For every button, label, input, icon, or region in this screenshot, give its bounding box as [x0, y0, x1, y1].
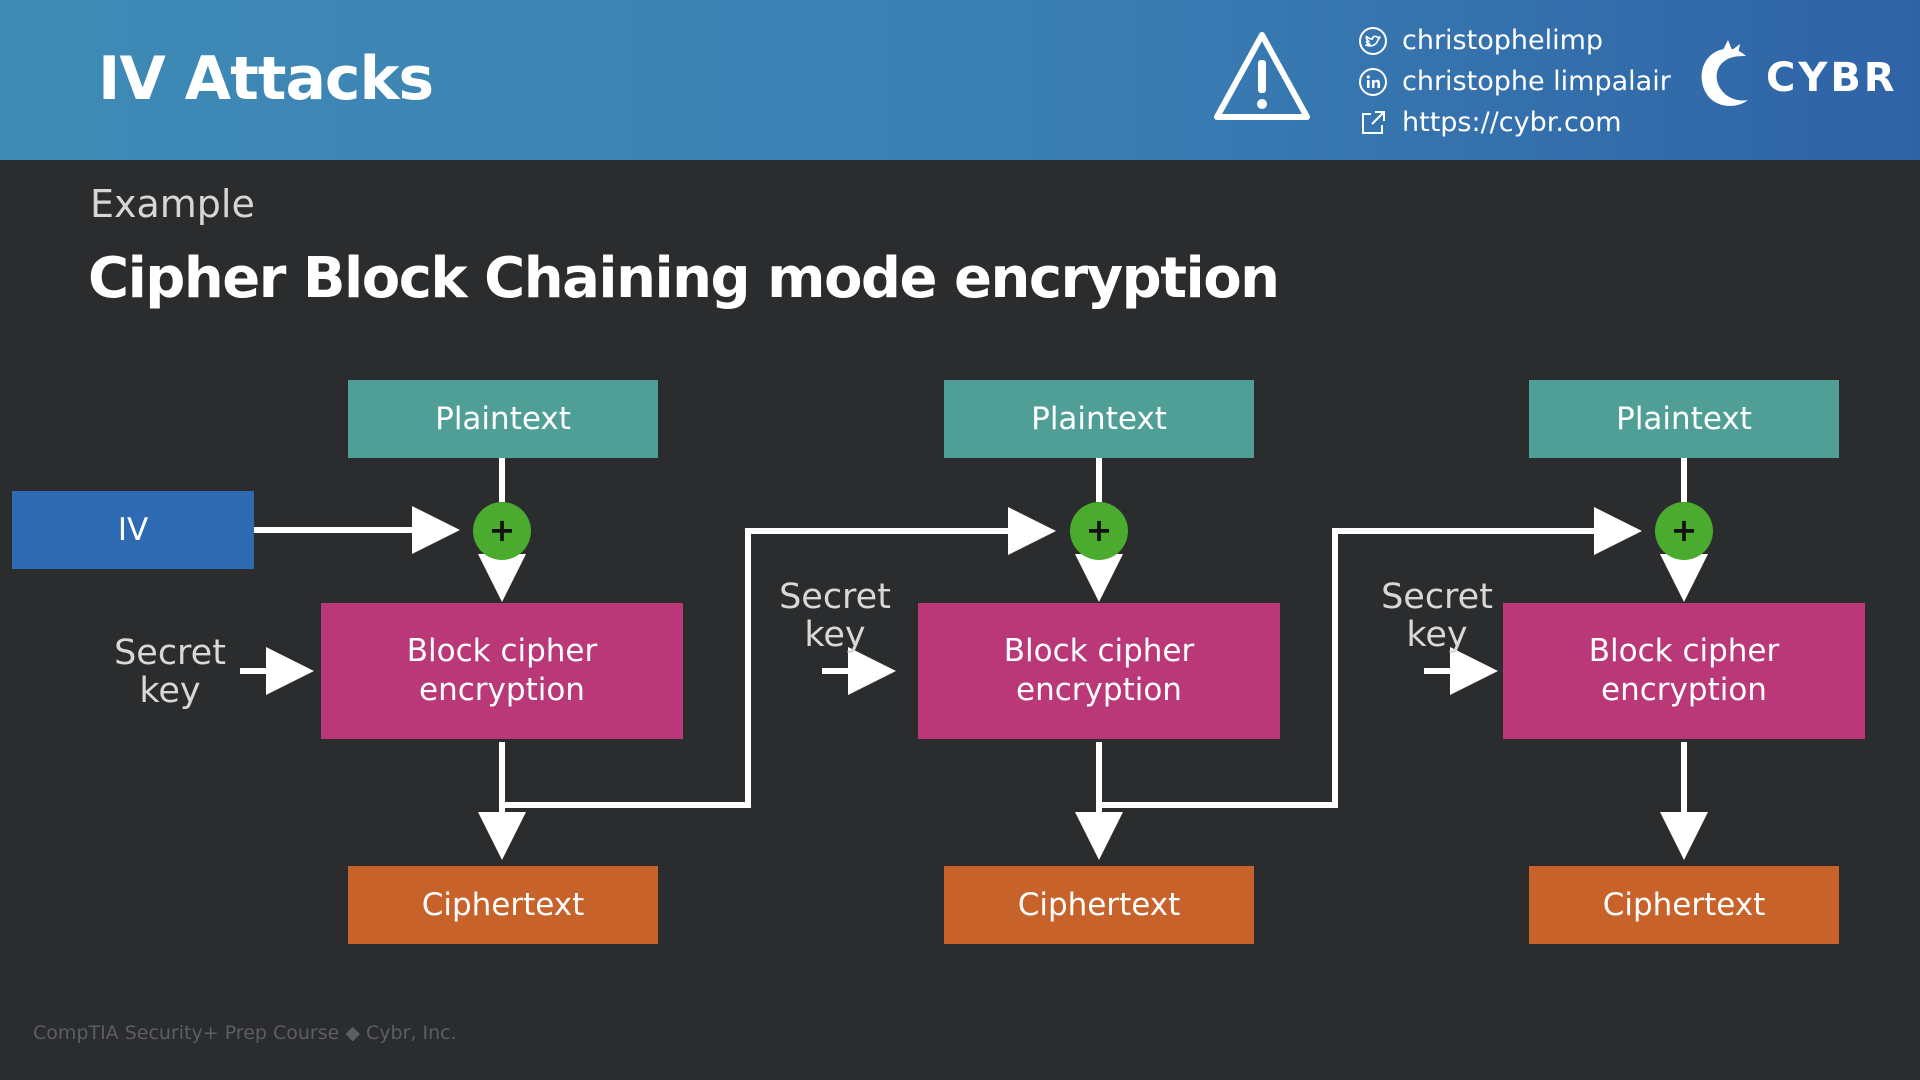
linkedin-icon	[1359, 67, 1387, 96]
block-cipher-box-2: Block cipher encryption	[918, 603, 1280, 739]
footer-credit: CompTIA Security+ Prep Course ◆ Cybr, In…	[33, 1022, 457, 1044]
xor-symbol: +	[1670, 510, 1698, 549]
block-line2: encryption	[1016, 672, 1182, 708]
ciphertext-box-3: Ciphertext	[1529, 866, 1839, 944]
plaintext-label: Plaintext	[1031, 400, 1167, 437]
social-website[interactable]: https://cybr.com	[1358, 102, 1671, 143]
block-line2: encryption	[419, 672, 585, 708]
key-line2: key	[1406, 615, 1468, 655]
cybr-bird-icon	[1701, 40, 1748, 106]
plaintext-label: Plaintext	[1616, 400, 1752, 437]
xor-node-3: +	[1655, 502, 1713, 560]
xor-node-1: +	[473, 502, 531, 560]
external-link-icon	[1362, 110, 1385, 134]
social-linkedin[interactable]: christophe limpalair	[1358, 61, 1671, 102]
section-heading: Cipher Block Chaining mode encryption	[88, 246, 1280, 311]
cybr-logo: CYBR	[1692, 38, 1898, 118]
plaintext-box-1: Plaintext	[348, 380, 658, 458]
block-line1: Block cipher	[406, 633, 598, 669]
block-line1: Block cipher	[1588, 633, 1780, 669]
chain1-to-xor2	[502, 507, 1056, 808]
block-cipher-box-3: Block cipher encryption	[1503, 603, 1865, 739]
ciphertext-label: Ciphertext	[1602, 886, 1766, 923]
warning-icon	[1214, 32, 1310, 120]
page-title: IV Attacks	[98, 44, 434, 114]
ciphertext-box-2: Ciphertext	[944, 866, 1254, 944]
iv-box: IV	[12, 491, 254, 569]
header-bar: IV Attacks christophelimp christophe lim…	[0, 0, 1920, 160]
ciphertext-label: Ciphertext	[421, 886, 585, 923]
xor-symbol: +	[488, 510, 516, 549]
social-twitter[interactable]: christophelimp	[1358, 20, 1671, 61]
key-line2: key	[139, 671, 201, 711]
secret-key-label-3: Secret key	[1367, 578, 1507, 654]
brand-name: CYBR	[1766, 55, 1898, 101]
key-line1: Secret	[114, 633, 226, 673]
key-line1: Secret	[1381, 577, 1493, 617]
block-cipher-box-1: Block cipher encryption	[321, 603, 683, 739]
twitter-handle: christophelimp	[1402, 25, 1604, 56]
chain2-to-xor3	[1099, 507, 1642, 808]
ciphertext-box-1: Ciphertext	[348, 866, 658, 944]
linkedin-name: christophe limpalair	[1402, 66, 1671, 97]
plaintext-box-2: Plaintext	[944, 380, 1254, 458]
social-links: christophelimp christophe limpalair http…	[1358, 20, 1671, 143]
twitter-icon	[1359, 26, 1387, 55]
block-line1: Block cipher	[1003, 633, 1195, 669]
section-subtitle: Example	[90, 182, 255, 226]
plaintext-box-3: Plaintext	[1529, 380, 1839, 458]
secret-key-label-2: Secret key	[765, 578, 905, 654]
block-line2: encryption	[1601, 672, 1767, 708]
website-url: https://cybr.com	[1402, 107, 1622, 138]
ciphertext-label: Ciphertext	[1017, 886, 1181, 923]
plaintext-label: Plaintext	[435, 400, 571, 437]
key-line2: key	[804, 615, 866, 655]
xor-symbol: +	[1085, 510, 1113, 549]
iv-label: IV	[117, 511, 149, 548]
secret-key-label-1: Secret key	[100, 634, 240, 710]
key-line1: Secret	[779, 577, 891, 617]
xor-node-2: +	[1070, 502, 1128, 560]
